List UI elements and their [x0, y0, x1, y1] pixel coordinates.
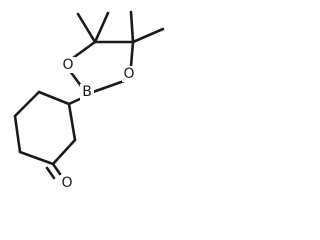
bond-ring-6	[67, 102, 77, 142]
bond-o-b-left	[68, 69, 83, 88]
atom-oxygen-left: O	[62, 57, 73, 73]
bond-ring-3	[13, 114, 22, 154]
molecule-structure: O O B O	[13, 10, 165, 191]
atom-oxygen-right: O	[123, 66, 134, 82]
bond-ring-4	[18, 150, 55, 166]
bond-c-o-left	[71, 40, 97, 60]
bond-methyl-1	[76, 12, 97, 44]
bond-o-b-right	[91, 79, 126, 94]
bond-carbonyl-1	[51, 162, 62, 176]
bond-b-c	[67, 96, 84, 106]
bond-methyl-4	[131, 27, 165, 44]
bond-methyl-3	[129, 10, 135, 44]
bond-carbonyl-2	[45, 166, 56, 180]
bond-methyl-2	[93, 11, 110, 44]
bond-ring-5	[51, 138, 77, 166]
atom-boron: B	[82, 84, 92, 100]
bond-c-o-right	[129, 40, 135, 68]
bond-ring-1	[37, 90, 71, 106]
bond-ring-2	[13, 90, 41, 118]
atom-oxygen-carbonyl: O	[61, 175, 72, 191]
